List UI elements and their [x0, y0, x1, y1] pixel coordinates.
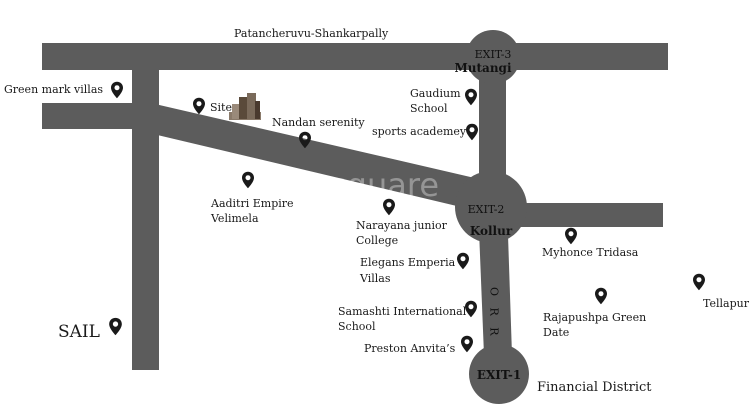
place-label: Velimela: [210, 212, 259, 225]
road-diagonal-site: [132, 101, 492, 212]
place-tellapur: Tellapur: [693, 273, 750, 310]
road-west-vertical: [132, 43, 159, 370]
map-pin-icon: [595, 287, 607, 305]
exit-2-label: EXIT-2: [468, 203, 505, 216]
road-label-patancheruvu-shankarpally: Patancheruvu-Shankarpally: [234, 27, 389, 40]
place-rajapushpa-green-date: Rajapushpa Green Date: [543, 287, 646, 339]
place-label: Green mark villas: [4, 83, 103, 96]
map-pin-icon: [111, 81, 123, 99]
place-label: School: [410, 102, 448, 115]
exit-2-place: Kollur: [470, 224, 513, 238]
map-pin-icon: [466, 123, 478, 141]
map-pin-icon: [109, 317, 122, 336]
place-label: Myhonce Tridasa: [542, 246, 639, 259]
exit-3-label: EXIT-3: [475, 48, 512, 61]
exit-2-circle: [455, 171, 527, 243]
place-elegans-emperia-villas: Elegans Emperia Villas: [359, 252, 469, 285]
map-pin-icon: [193, 97, 205, 115]
place-label: Preston Anvita’s: [364, 342, 456, 355]
map-pin-icon: [457, 252, 469, 270]
place-label: School: [338, 320, 376, 333]
exit-1-circle: [469, 344, 529, 404]
exit-1-label: EXIT-1: [477, 368, 521, 382]
watermark: square: [330, 166, 439, 204]
place-label: Nandan serenity: [272, 116, 365, 129]
orr-label: O R R: [488, 287, 501, 340]
map-pin-icon: [465, 300, 477, 318]
map-pin-icon: [465, 88, 477, 106]
place-financial-district: Financial District: [537, 380, 652, 395]
place-label: Tellapur: [703, 297, 750, 310]
place-narayana-junior-college: Narayana junior College: [356, 198, 448, 247]
place-label: sports academey: [372, 125, 467, 138]
map-pin-icon: [383, 198, 395, 216]
place-label: Gaudium: [410, 87, 461, 100]
place-label: Samashti International: [338, 305, 467, 318]
place-preston-anvitas: Preston Anvita’s: [364, 335, 473, 355]
place-aaditri-empire: Aaditri Empire Velimela: [210, 171, 294, 225]
map-pin-icon: [461, 335, 473, 353]
exit-3-place: Mutangi: [455, 61, 512, 75]
place-gaudium-school: Gaudium School: [410, 87, 477, 115]
place-label: Rajapushpa Green: [543, 311, 646, 324]
map-pin-icon: [565, 227, 577, 245]
place-label: Aaditri Empire: [210, 197, 294, 210]
place-myhonce-tridasa: Myhonce Tridasa: [542, 227, 639, 259]
place-nandan-serenity: Nandan serenity: [272, 116, 365, 149]
place-samashti-international-school: Samashti International School: [338, 300, 477, 333]
place-sports-academy: sports academey: [372, 123, 478, 141]
place-label: Financial District: [537, 380, 652, 395]
place-sail: SAIL: [58, 317, 122, 342]
place-label: Site: [210, 101, 232, 114]
building-icon: [229, 93, 261, 120]
place-label: College: [356, 234, 398, 247]
exit-3-circle: [466, 30, 520, 84]
place-label: Narayana junior: [356, 219, 448, 232]
place-label: SAIL: [58, 322, 100, 342]
place-green-mark-villas: Green mark villas: [4, 81, 123, 99]
map-pin-icon: [693, 273, 705, 291]
place-label: Elegans Emperia: [360, 256, 456, 269]
place-label: Villas: [359, 272, 391, 285]
place-label: Date: [543, 326, 569, 339]
place-site: Site: [193, 93, 261, 120]
map-pin-icon: [242, 171, 254, 189]
